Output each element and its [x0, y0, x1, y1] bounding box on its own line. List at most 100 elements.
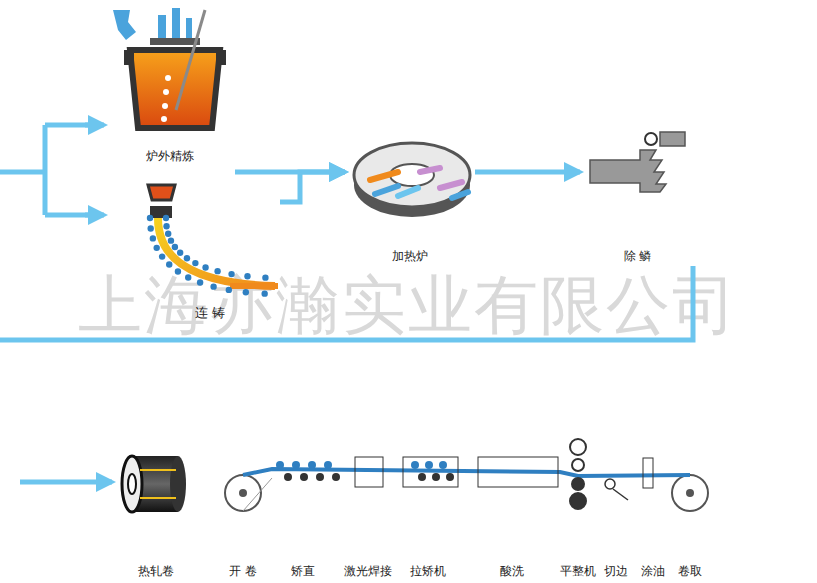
ladle-furnace: [113, 8, 226, 128]
station-label: 热轧卷: [138, 563, 174, 580]
roll: [228, 271, 234, 277]
tension-rolls: [411, 461, 454, 481]
descaler-body: [590, 150, 666, 192]
roll: [244, 273, 250, 279]
billet: [420, 168, 440, 172]
bubble: [165, 75, 171, 81]
roll: [148, 225, 154, 231]
stage-label: 平整机: [560, 563, 596, 580]
descaler-station: 除 鳞: [580, 125, 695, 266]
billet: [440, 182, 462, 188]
flow-arrow: [280, 172, 345, 202]
roll: [172, 244, 178, 250]
ladle-ear: [124, 50, 226, 65]
uncoiler-hub: [239, 489, 247, 497]
roll: [184, 255, 190, 261]
arrow-head: [85, 123, 104, 128]
billet: [452, 192, 468, 198]
roll: [214, 268, 220, 274]
roll: [159, 253, 165, 259]
flow-arrow: [235, 172, 345, 173]
oiler: [643, 458, 653, 488]
roll: [300, 473, 308, 481]
roll: [316, 473, 324, 481]
caster-station: 连 铸: [140, 180, 280, 326]
strand: [158, 218, 275, 286]
bubble: [163, 89, 169, 95]
stage-label: 酸洗: [500, 563, 524, 580]
flow-line: [280, 172, 345, 202]
roll: [276, 461, 284, 469]
station-label: 除 鳞: [624, 248, 652, 265]
stage-label: 切边: [604, 563, 628, 580]
electrode: [172, 8, 180, 43]
roll: [308, 461, 316, 469]
branch-line: [0, 125, 95, 215]
strip: [243, 469, 690, 476]
flow-line: [475, 170, 580, 175]
roll: [177, 250, 183, 256]
stage-label: 开 卷: [229, 563, 257, 580]
roll: [150, 235, 156, 241]
roll: [165, 231, 171, 237]
coil-face: [122, 456, 142, 512]
station-label: 炉外精炼: [146, 148, 194, 165]
furnace-station: 加热炉: [345, 132, 475, 266]
roll: [284, 473, 292, 481]
roll: [292, 461, 300, 469]
coil-end: [170, 456, 186, 512]
roll: [185, 274, 191, 280]
roll: [197, 279, 203, 285]
lid: [150, 38, 200, 45]
roll: [163, 215, 169, 221]
roll: [332, 473, 340, 481]
watermark: 上海亦瀚实业有限公司: [78, 262, 738, 349]
recoiler-hub: [686, 489, 694, 497]
temper-roll: [570, 493, 586, 509]
temper-roll: [572, 478, 584, 490]
coil-band: [140, 470, 176, 498]
roll: [192, 260, 198, 266]
strand-rolls: [147, 215, 269, 297]
nozzle: [660, 132, 685, 146]
slab: [230, 283, 278, 289]
bubble: [162, 103, 168, 109]
roll: [432, 473, 440, 481]
roll: [243, 289, 249, 295]
roll: [418, 473, 426, 481]
recoiler: [672, 475, 708, 511]
flow-line: [235, 170, 345, 175]
roll: [261, 290, 267, 296]
roll: [446, 473, 454, 481]
stage-label: 涂油: [641, 563, 665, 580]
hot-rolled-coil: [122, 456, 186, 512]
temper-roll: [572, 459, 584, 471]
welder-box: [355, 457, 383, 487]
leveller-rolls: [276, 461, 340, 481]
roll: [166, 261, 172, 267]
roll: [147, 215, 153, 221]
continuous-caster: [147, 185, 278, 297]
refining-station: 炉外精炼: [105, 4, 235, 166]
roll: [175, 268, 181, 274]
roll: [202, 264, 208, 270]
trimmer-arm: [613, 489, 628, 500]
temper-roll: [570, 439, 586, 455]
coil-eye: [128, 474, 136, 494]
billet: [375, 186, 398, 194]
billet: [370, 172, 398, 180]
furnace-ring: [354, 143, 470, 207]
roll: [439, 461, 447, 469]
pickling-line: [225, 439, 708, 511]
station-label: 加热炉: [392, 248, 428, 265]
tension-leveller-box: [403, 457, 458, 487]
ladle-body: [130, 50, 220, 128]
flow-line: [0, 266, 693, 340]
stage-label: 拉矫机: [410, 563, 446, 580]
lance: [176, 10, 205, 110]
station-label: 连 铸: [195, 304, 225, 322]
stage-label: 激光焊接: [344, 563, 392, 580]
billet: [398, 188, 418, 196]
roll: [153, 245, 159, 251]
roll: [324, 461, 332, 469]
